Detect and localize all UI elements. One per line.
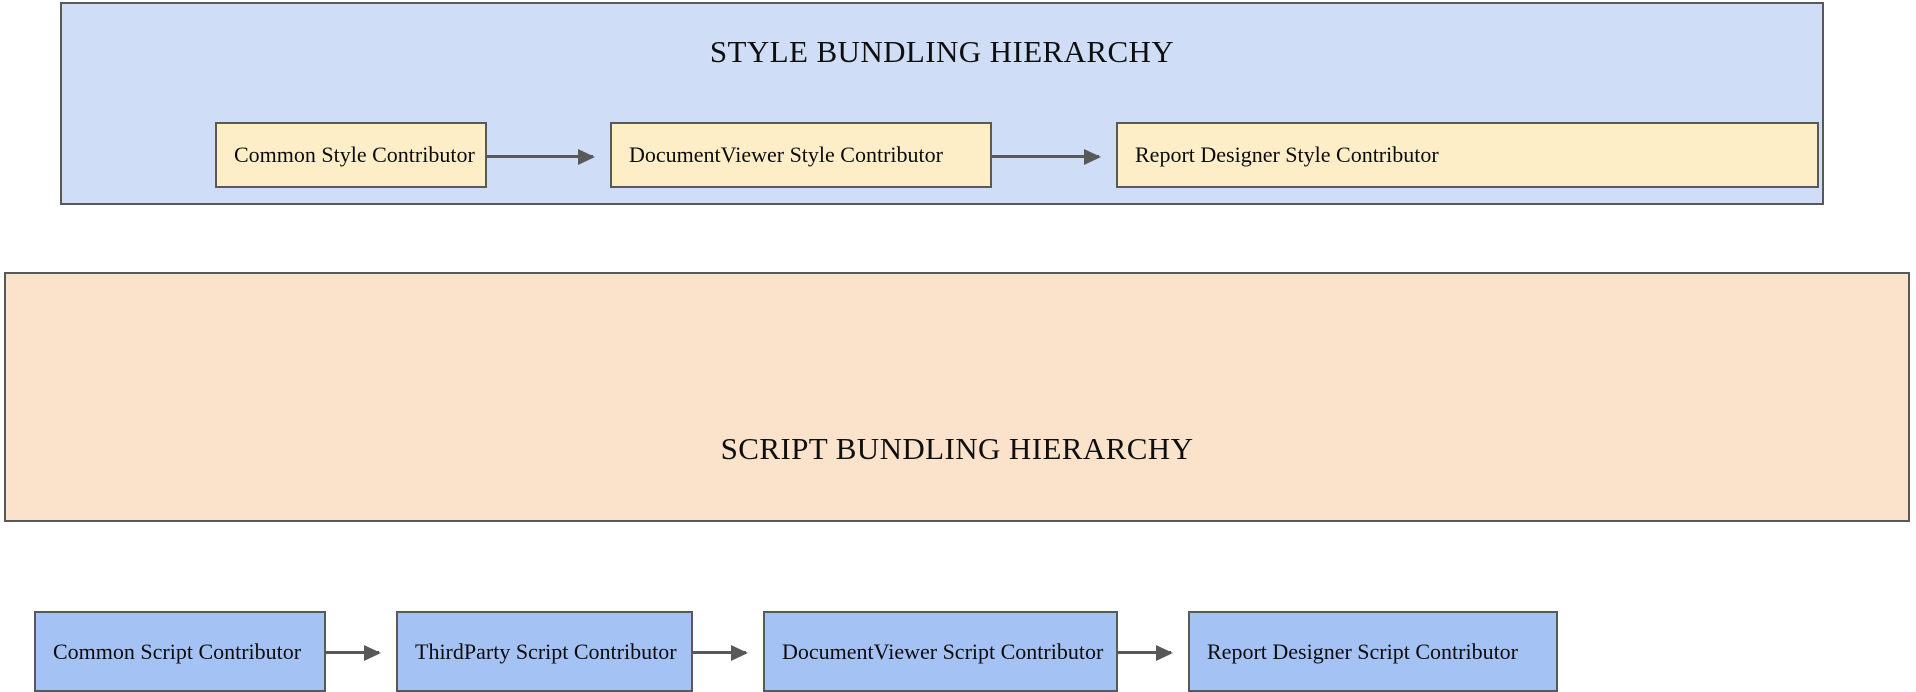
node-documentviewer-style-contributor[interactable]: DocumentViewer Style Contributor bbox=[610, 122, 992, 188]
node-thirdparty-script-contributor[interactable]: ThirdParty Script Contributor bbox=[396, 611, 693, 692]
arrow-common-to-documentviewer-style bbox=[487, 149, 595, 165]
node-label: Report Designer Script Contributor bbox=[1207, 638, 1519, 664]
arrow-thirdparty-to-documentviewer-script bbox=[693, 645, 748, 661]
node-documentviewer-script-contributor[interactable]: DocumentViewer Script Contributor bbox=[763, 611, 1118, 692]
node-report-designer-script-contributor[interactable]: Report Designer Script Contributor bbox=[1188, 611, 1558, 692]
style-bundling-panel: STYLE BUNDLING HIERARCHY Common Style Co… bbox=[60, 2, 1824, 205]
node-label: ThirdParty Script Contributor bbox=[415, 638, 677, 664]
arrow-documentviewer-to-reportdesigner-style bbox=[992, 149, 1101, 165]
script-bundling-panel: Common Script Contributor ThirdParty Scr… bbox=[4, 272, 1910, 692]
node-label: Report Designer Style Contributor bbox=[1135, 142, 1439, 167]
arrow-common-to-thirdparty-script bbox=[326, 645, 381, 661]
node-report-designer-style-contributor[interactable]: Report Designer Style Contributor bbox=[1116, 122, 1819, 188]
node-common-style-contributor[interactable]: Common Style Contributor bbox=[215, 122, 487, 188]
node-label: Common Style Contributor bbox=[234, 142, 475, 167]
node-common-script-contributor[interactable]: Common Script Contributor bbox=[34, 611, 326, 692]
node-label: DocumentViewer Style Contributor bbox=[629, 142, 943, 167]
script-bundling-panel-title: SCRIPT BUNDLING HIERARCHY bbox=[720, 431, 1194, 466]
bundling-hierarchy-diagram: STYLE BUNDLING HIERARCHY Common Style Co… bbox=[4, 2, 1910, 692]
node-label: Common Script Contributor bbox=[53, 638, 302, 664]
arrow-documentviewer-to-reportdesigner-script bbox=[1118, 645, 1173, 661]
style-bundling-panel-title: STYLE BUNDLING HIERARCHY bbox=[709, 34, 1175, 69]
node-label: DocumentViewer Script Contributor bbox=[782, 638, 1104, 664]
